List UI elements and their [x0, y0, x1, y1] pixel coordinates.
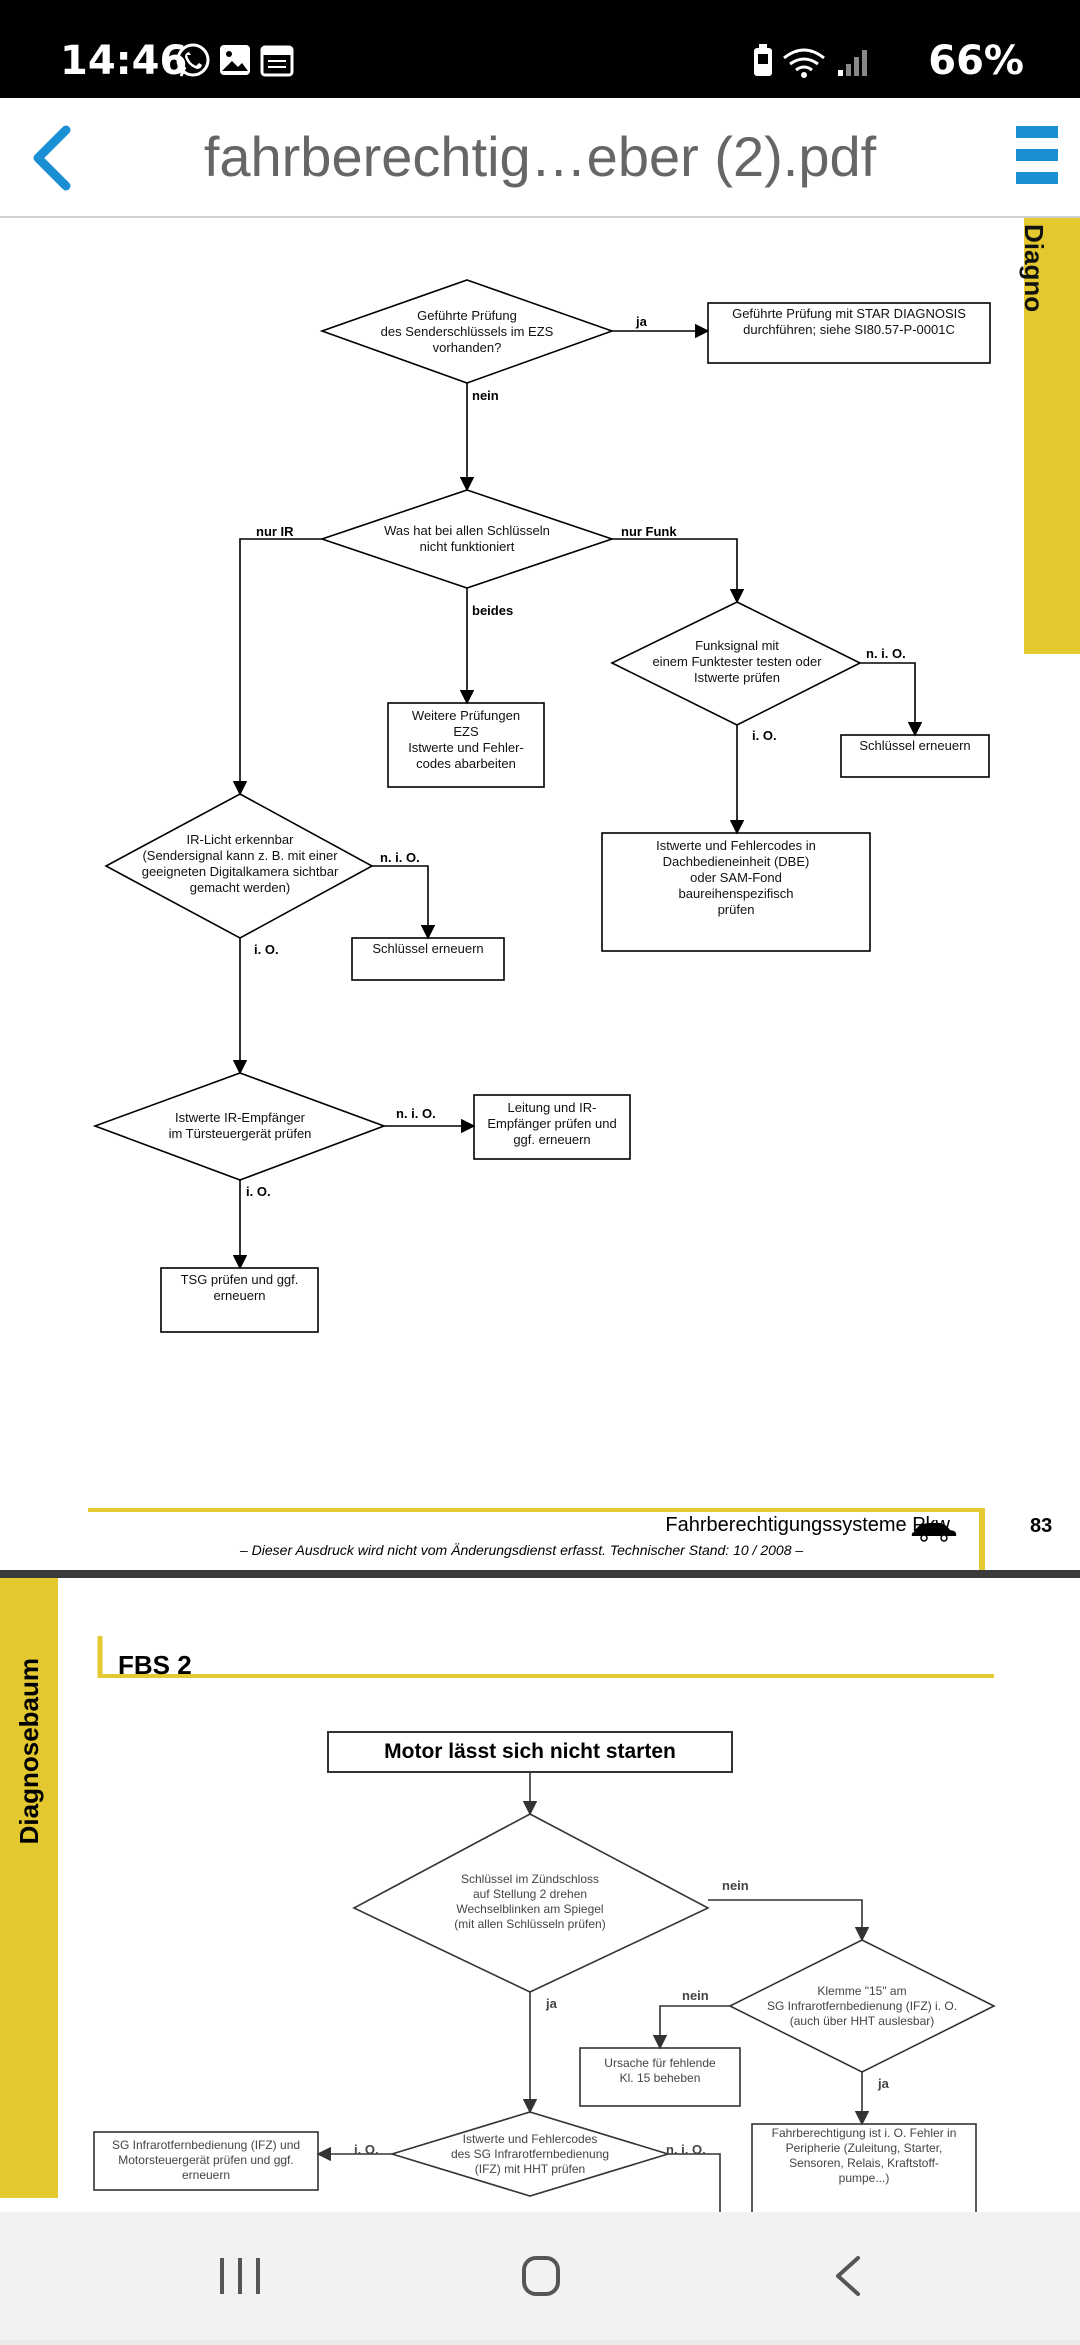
- node-b3: Schlüssel erneuern: [859, 738, 971, 753]
- node-d4: IR-Licht erkennbar(Sendersignal kann z. …: [141, 832, 339, 895]
- wifi-icon: [783, 48, 825, 78]
- label-ja-2: ja: [878, 2076, 889, 2091]
- document-title: fahrberechtig…eber (2).pdf: [203, 125, 877, 188]
- label-ja: ja: [636, 314, 647, 329]
- box-b2: [387, 702, 545, 788]
- label-nio-2: n. i. O.: [380, 850, 420, 865]
- app-bar: fahrberechtig…eber (2).pdf: [0, 98, 1080, 218]
- back-button[interactable]: [18, 118, 90, 198]
- decision-d3: [389, 2111, 671, 2197]
- label-ja-1: ja: [546, 1996, 557, 2011]
- box-b5: [351, 937, 505, 981]
- label-beides: beides: [472, 603, 514, 618]
- label-io-3: i. O.: [246, 1184, 271, 1199]
- footer-rule: [88, 1508, 985, 1570]
- signal-icon: [838, 50, 867, 76]
- node-b5: Schlüssel erneuern: [372, 941, 484, 956]
- label-nur-funk: nur Funk: [621, 524, 677, 539]
- page-divider: [0, 1570, 1080, 1578]
- box-b1: [707, 302, 991, 364]
- box-main: [327, 1731, 733, 1773]
- status-system-icons: [750, 42, 880, 87]
- label-io-2: i. O.: [254, 942, 279, 957]
- home-icon: [522, 2256, 560, 2296]
- back-nav-button[interactable]: [810, 2242, 890, 2312]
- node-b7: TSG prüfen und ggf.erneuern: [180, 1272, 299, 1303]
- system-navigation-bar: [0, 2212, 1080, 2340]
- label-nio-1: n. i. O.: [866, 646, 906, 661]
- whatsapp-icon: [176, 43, 210, 77]
- node-main: Motor lässt sich nicht starten: [384, 1740, 676, 1763]
- section-heading: FBS 2: [118, 1650, 192, 1680]
- box-b6: [473, 1094, 631, 1160]
- label-io-1: i. O.: [752, 728, 777, 743]
- status-bar: 14:46: [0, 0, 1080, 98]
- flowchart-lines: [93, 1636, 996, 2212]
- footer-subtitle: – Dieser Ausdruck wird nicht vom Änderun…: [240, 1542, 804, 1558]
- home-button[interactable]: [500, 2242, 580, 2312]
- car-icon: [911, 1523, 957, 1542]
- label-nur-ir: nur IR: [256, 524, 294, 539]
- clipboard-battery-icon: [754, 44, 772, 76]
- back-nav-icon: [836, 2256, 860, 2296]
- label-nein-1: nein: [722, 1878, 749, 1893]
- label-io: i. O.: [354, 2142, 379, 2157]
- label-nio: n. i. O.: [666, 2142, 706, 2157]
- menu-icon: [1016, 126, 1058, 138]
- box-b7: [160, 1267, 319, 1333]
- recent-apps-icon: [220, 2258, 260, 2294]
- page-number: 83: [1030, 1515, 1053, 1537]
- gallery-icon: [220, 45, 250, 75]
- calendar-icon: [260, 45, 294, 77]
- label-nein-2: nein: [682, 1988, 709, 2003]
- footer-title: Fahrberechtigungssysteme Pkw: [665, 1514, 950, 1536]
- flowchart-lines: [88, 279, 991, 1570]
- menu-button[interactable]: [1016, 126, 1058, 188]
- status-time: 14:46: [60, 38, 188, 84]
- back-arrow-icon: [33, 125, 71, 191]
- label-nein: nein: [472, 388, 499, 403]
- box-b1: [579, 2047, 741, 2107]
- page-side-tab: Diagnosebaum: [0, 1578, 58, 2198]
- page-side-tab: Diagno: [1019, 218, 1080, 654]
- recent-apps-button[interactable]: [200, 2242, 280, 2312]
- status-notification-icons: [176, 42, 296, 87]
- label-nio-3: n. i. O.: [396, 1106, 436, 1121]
- pdf-page-84[interactable]: Diagnosebaum FBS 2 Motor: [0, 1578, 1080, 2212]
- battery-level: 66%: [928, 38, 1024, 84]
- pdf-page-83[interactable]: Diagno: [0, 218, 1080, 1570]
